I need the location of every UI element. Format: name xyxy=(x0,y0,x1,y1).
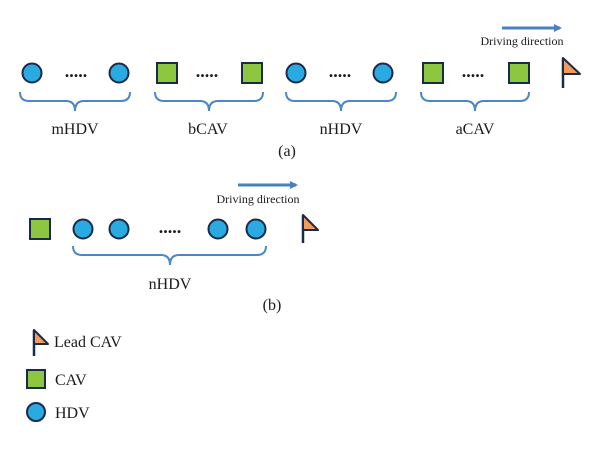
panel-caption: (b) xyxy=(263,297,282,314)
legend-label: HDV xyxy=(55,405,90,422)
group-label: mHDV xyxy=(51,121,99,138)
legend: Lead CAV CAV HDV xyxy=(26,329,122,422)
legend-label: CAV xyxy=(55,372,87,389)
cav-square-icon xyxy=(156,62,178,84)
hdv-circle-icon xyxy=(108,62,130,84)
vehicle-group-mhdv: ..... mHDV xyxy=(19,61,131,138)
hdv-circle-icon xyxy=(207,218,229,240)
vehicle-group-nhdv: ..... nHDV xyxy=(72,217,267,293)
ellipsis-dots: ..... xyxy=(329,61,352,81)
cav-square-icon xyxy=(508,62,530,84)
hdv-circle-icon xyxy=(26,402,46,422)
legend-item-cav: CAV xyxy=(26,369,87,389)
cav-square-icon xyxy=(29,218,51,240)
hdv-circle-icon xyxy=(372,62,394,84)
hdv-circle-icon xyxy=(245,218,267,240)
group-label: nHDV xyxy=(149,276,192,293)
driving-direction-label: Driving direction xyxy=(481,34,564,48)
hdv-circle-icon xyxy=(108,218,130,240)
group-label: nHDV xyxy=(320,121,363,138)
legend-item-lead-cav: Lead CAV xyxy=(32,329,122,356)
cav-square-icon xyxy=(422,62,444,84)
vehicle-group-bcav: ..... bCAV xyxy=(154,61,264,138)
hdv-circle-icon xyxy=(21,62,43,84)
lead-cav-flag-icon xyxy=(32,329,49,356)
hdv-circle-icon xyxy=(72,218,94,240)
lead-cav-flag-icon xyxy=(301,214,319,243)
group-brace xyxy=(72,245,267,266)
group-brace xyxy=(420,91,530,112)
group-brace xyxy=(285,91,397,112)
driving-direction-label: Driving direction xyxy=(217,192,300,206)
group-brace xyxy=(154,91,264,112)
ellipsis-dots: ..... xyxy=(159,217,182,237)
panel-a: Driving direction ..... mHDV ..... bCAV … xyxy=(19,24,581,160)
cav-square-icon xyxy=(241,62,263,84)
ellipsis-dots: ..... xyxy=(462,61,485,81)
panel-caption: (a) xyxy=(278,143,296,160)
group-label: aCAV xyxy=(456,121,495,138)
legend-item-hdv: HDV xyxy=(26,402,90,422)
panel-b: Driving direction ..... nHDV (b) xyxy=(29,181,319,314)
ellipsis-dots: ..... xyxy=(196,61,219,81)
lead-cav-flag-icon xyxy=(561,57,581,88)
group-label: bCAV xyxy=(188,121,228,138)
legend-label: Lead CAV xyxy=(54,334,122,351)
hdv-circle-icon xyxy=(285,62,307,84)
vehicle-group-acav: ..... aCAV xyxy=(420,61,530,138)
group-brace xyxy=(19,91,131,112)
cav-square-icon xyxy=(26,369,46,389)
vehicle-group-nhdv: ..... nHDV xyxy=(285,61,397,138)
ellipsis-dots: ..... xyxy=(65,61,88,81)
